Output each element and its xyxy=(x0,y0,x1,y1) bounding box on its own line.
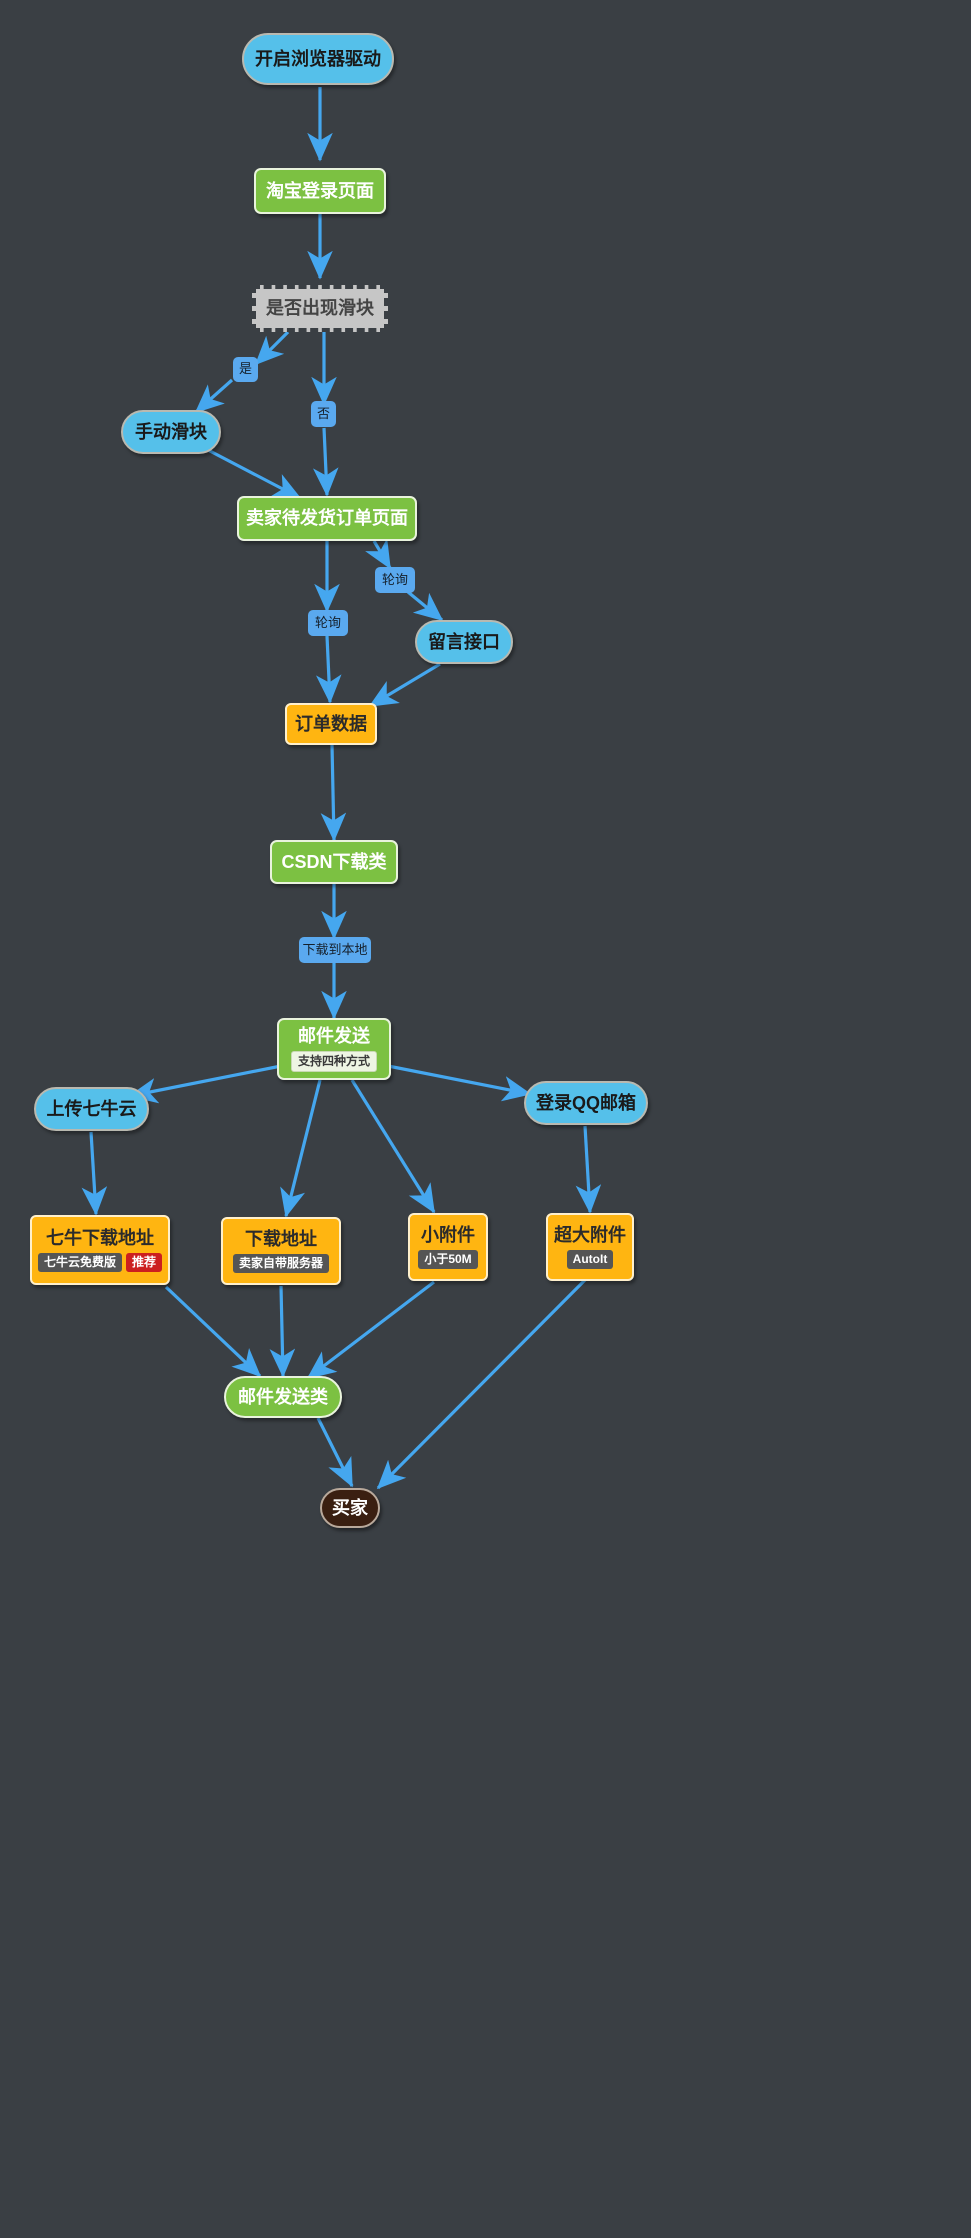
node-start[interactable]: 开启浏览器驱动 xyxy=(242,33,394,85)
edge-small-mailclass xyxy=(306,1280,435,1380)
edge-mail-qiniu xyxy=(128,1063,287,1104)
node-label: 留言接口 xyxy=(428,631,500,652)
edge-manual-orders xyxy=(207,448,302,500)
node-login-qq-mail[interactable]: 登录QQ邮箱 xyxy=(524,1081,648,1125)
node-buyer[interactable]: 买家 xyxy=(320,1488,380,1528)
node-label: 七牛下载地址 xyxy=(46,1227,154,1248)
edge-label-no: 否 xyxy=(311,401,336,427)
badge-four-methods: 支持四种方式 xyxy=(290,1051,377,1073)
node-mail-send[interactable]: 邮件发送 支持四种方式 xyxy=(277,1018,391,1080)
node-small-attachment[interactable]: 小附件 小于50M xyxy=(408,1213,488,1281)
edge-label-download-local: 下载到本地 xyxy=(299,937,371,963)
edge-bigatt-buyer xyxy=(376,1278,587,1490)
edge-orderdata-csdn xyxy=(320,744,347,842)
node-label: 买家 xyxy=(332,1497,368,1518)
node-badges: 七牛云免费版 推荐 xyxy=(37,1253,163,1273)
node-label: 订单数据 xyxy=(295,713,367,734)
edge-mail-qqmail xyxy=(382,1063,532,1102)
badge-under-50m: 小于50M xyxy=(418,1250,478,1270)
node-label: 淘宝登录页面 xyxy=(266,180,374,201)
edge-label-text: 轮询 xyxy=(314,614,341,630)
edge-mail-smallatt xyxy=(350,1079,436,1214)
node-download-address[interactable]: 下载地址 卖家自带服务器 xyxy=(221,1217,341,1285)
node-large-attachment[interactable]: 超大附件 AutoIt xyxy=(546,1213,634,1281)
edge-orders-orderdata-b xyxy=(315,635,342,704)
edge-addr-mailclass xyxy=(164,1285,262,1378)
badge-qiniu-free: 七牛云免费版 xyxy=(37,1253,122,1273)
edge-mail-dlladdr xyxy=(280,1079,322,1218)
node-label: 开启浏览器驱动 xyxy=(255,48,381,69)
badge-autoit: AutoIt xyxy=(566,1250,614,1270)
edge-label-yes: 是 xyxy=(233,357,258,382)
node-label: CSDN下载类 xyxy=(281,851,387,872)
node-label: 邮件发送 xyxy=(298,1025,370,1046)
edge-label-text: 轮询 xyxy=(381,571,408,587)
edge-slider-manual-b xyxy=(194,378,234,414)
node-label: 是否出现滑块 xyxy=(266,298,374,319)
node-taobao-login-page[interactable]: 淘宝登录页面 xyxy=(254,168,386,214)
edge-qqmail-bigatt xyxy=(575,1125,602,1214)
edge-slider-manual-a xyxy=(254,330,290,366)
edge-orders-msgapi-b xyxy=(406,590,444,622)
node-label: 下载地址 xyxy=(245,1228,317,1249)
node-csdn-download-class[interactable]: CSDN下载类 xyxy=(270,840,398,884)
edge-label-text: 是 xyxy=(239,361,253,377)
node-label: 手动滑块 xyxy=(135,421,207,442)
node-manual-slider[interactable]: 手动滑块 xyxy=(121,410,221,454)
node-badges: 支持四种方式 xyxy=(290,1051,377,1073)
edge-label-text: 否 xyxy=(317,405,331,421)
edge-label-poll-msgapi: 轮询 xyxy=(375,567,415,593)
node-mail-send-class[interactable]: 邮件发送类 xyxy=(224,1376,342,1418)
edge-orders-msgapi-a xyxy=(365,538,392,570)
node-order-data[interactable]: 订单数据 xyxy=(285,703,377,745)
node-label: 上传七牛云 xyxy=(46,1098,137,1119)
node-upload-qiniu[interactable]: 上传七牛云 xyxy=(34,1087,149,1131)
edge-label-text: 下载到本地 xyxy=(302,941,368,957)
node-badges: AutoIt xyxy=(566,1250,614,1270)
edge-msgapi-orderdata xyxy=(368,662,441,708)
node-label: 登录QQ邮箱 xyxy=(535,1092,636,1113)
edge-label-poll-orderdata: 轮询 xyxy=(308,610,348,636)
node-qiniu-download-address[interactable]: 七牛下载地址 七牛云免费版 推荐 xyxy=(30,1215,170,1285)
edge-mailclass-buyer xyxy=(316,1417,354,1488)
node-seller-pending-orders-page[interactable]: 卖家待发货订单页面 xyxy=(237,496,417,541)
node-label: 卖家待发货订单页面 xyxy=(246,508,408,529)
edge-slider-orders-b xyxy=(312,427,339,497)
badge-recommended: 推荐 xyxy=(126,1253,163,1273)
node-label: 超大附件 xyxy=(554,1224,626,1245)
node-label: 邮件发送类 xyxy=(238,1386,328,1407)
edge-dll-mailclass xyxy=(269,1285,296,1378)
node-label: 小附件 xyxy=(421,1224,475,1245)
node-message-api[interactable]: 留言接口 xyxy=(415,620,513,664)
node-badges: 小于50M xyxy=(418,1250,478,1270)
node-slider-decision[interactable]: 是否出现滑块 xyxy=(252,285,388,332)
edge-qiniu-addr xyxy=(81,1131,108,1216)
badge-seller-server: 卖家自带服务器 xyxy=(232,1254,329,1274)
node-badges: 卖家自带服务器 xyxy=(232,1254,329,1274)
